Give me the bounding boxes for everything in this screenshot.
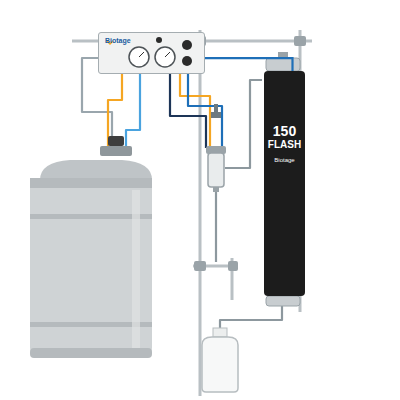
column-cartridge: 150 FLASH Biotage — [264, 71, 305, 296]
brand-label: Biotage — [105, 37, 131, 45]
inline-filter — [206, 146, 226, 192]
filter-valve — [211, 104, 221, 118]
model-label: 150 FLASH — [267, 123, 303, 151]
collection-bottle — [202, 328, 238, 392]
solvent-tank — [30, 136, 152, 358]
controller-box: Biotage — [98, 32, 205, 74]
brand-label: Biotage — [267, 157, 303, 164]
tube-connector — [205, 58, 293, 71]
